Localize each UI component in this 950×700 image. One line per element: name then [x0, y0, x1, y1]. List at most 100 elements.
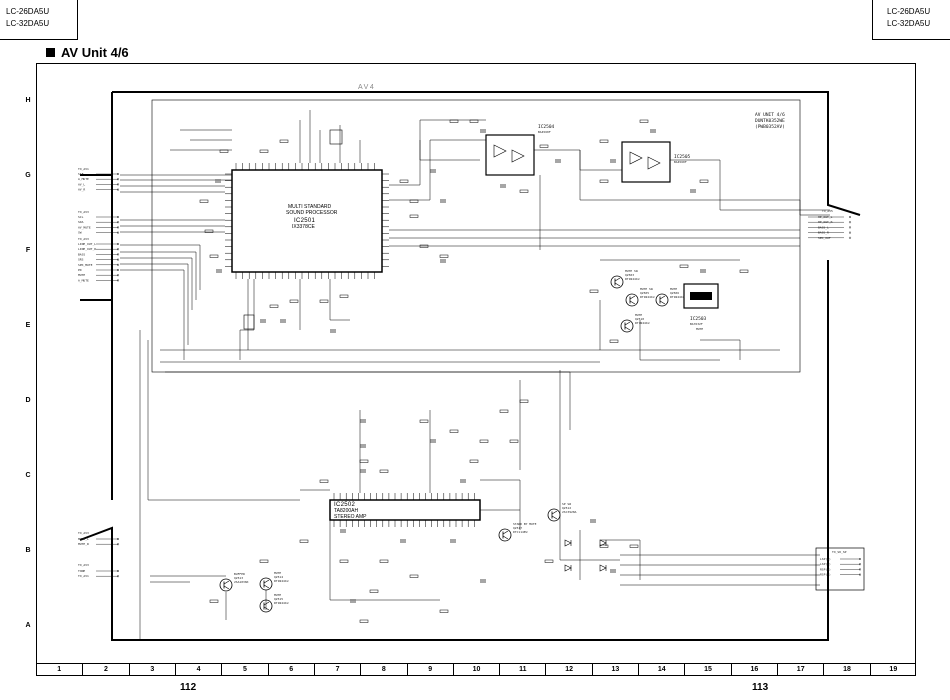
- grid-column-label: 13: [591, 664, 638, 675]
- page-title: AV Unit 4/6: [46, 45, 129, 60]
- resistor: [339, 294, 349, 298]
- connector-pin-label: TO_AV1: [78, 574, 89, 578]
- capacitor: [215, 179, 221, 183]
- grid-column-label: 17: [777, 664, 823, 675]
- resistor: [409, 199, 419, 203]
- ic2503-ref: IC2503: [690, 316, 707, 322]
- grid-column-label: 19: [869, 664, 916, 675]
- connector-pin-label: LINE_OUT_L: [78, 242, 96, 246]
- capacitor: [340, 529, 346, 533]
- resistor: [204, 229, 214, 233]
- resistor: [509, 439, 519, 443]
- bus-frame: [151, 99, 801, 373]
- resistor: [539, 144, 549, 148]
- capacitor: [440, 199, 446, 203]
- connector-pin-label: AV_R: [78, 188, 85, 192]
- resistor: [439, 609, 449, 613]
- crystal-oscillator: [243, 129, 343, 330]
- resistor: [629, 544, 639, 548]
- connector-pin-label: LSP(+): [820, 557, 831, 561]
- resistor: [639, 119, 649, 123]
- connector-left-2-name: TO_AV3: [78, 210, 89, 214]
- resistor: [209, 599, 219, 603]
- unit-note-1: AV UNIT 4/6: [755, 112, 785, 118]
- transistor-label: RT1N441U: [274, 579, 289, 583]
- resistor: [319, 479, 329, 483]
- capacitor: [700, 269, 706, 273]
- resistor: [359, 459, 369, 463]
- grid-row-label: A: [25, 621, 31, 629]
- transistor-label: DTC114EU: [513, 530, 528, 534]
- transistor-label: Q2503: [625, 273, 634, 277]
- diode: [564, 564, 572, 572]
- connector-right-1: TO_AV5 HP_OUT_LHP_OUT_RBASS_LBASS_RSPK_O…: [808, 209, 852, 240]
- grid-column-label: 6: [267, 664, 314, 675]
- transistor-label: 2SC3928A: [562, 510, 577, 514]
- resistor: [209, 254, 219, 258]
- capacitor: [216, 269, 222, 273]
- resistor: [519, 189, 529, 193]
- resistor: [319, 299, 329, 303]
- grid-row-label: D: [25, 396, 31, 404]
- connector-right-2: TO_SK_SP LSP(+)LSP(-)RSP(+)RSP(-): [815, 547, 865, 591]
- capacitor: [555, 159, 561, 163]
- grid-column-label: 9: [406, 664, 453, 675]
- capacitor: [480, 579, 486, 583]
- ic2502: IC2502 TA8200AH STEREO AMP: [329, 493, 481, 527]
- ic2501-part: IX3378CE: [292, 224, 315, 230]
- capacitor: [450, 539, 456, 543]
- capacitor: [400, 539, 406, 543]
- connector-left-3: TO_AV3 LINE_OUT_LLINE_OUT_RBASSSRSSPK_MU…: [78, 237, 119, 282]
- transistor-label: RT1N441U: [274, 601, 289, 605]
- model-box-left: LC-26DA5U LC-32DA5U: [0, 0, 78, 40]
- connector-left-4-name: TO_AV3: [78, 531, 89, 535]
- resistor: [269, 304, 279, 308]
- connector-pin-label: BASS: [78, 252, 85, 256]
- resistor: [499, 409, 509, 413]
- grid-column-label: 18: [823, 664, 869, 675]
- capacitor: [460, 479, 466, 483]
- connector-pin-label: SCL: [78, 215, 84, 219]
- resistor: [589, 289, 599, 293]
- resistor: [469, 119, 479, 123]
- connector-pin-label: MUTE_R: [78, 542, 89, 546]
- grid-row-label: B: [25, 546, 31, 554]
- capacitor: [360, 469, 366, 473]
- transistor-label: Q2514: [274, 575, 283, 579]
- grid-column-label: 2: [82, 664, 128, 675]
- resistor: [369, 589, 379, 593]
- wiring: [120, 110, 830, 640]
- grid-column-label: 11: [499, 664, 545, 675]
- transistor-label: SP SW: [562, 502, 571, 506]
- connector-pin-label: RSP(+): [820, 567, 831, 571]
- capacitor: [430, 439, 436, 443]
- ic2504: IC2504 BA4560F: [485, 124, 555, 176]
- connector-pin-label: SIF: [78, 172, 84, 176]
- transistor-label: Q2515: [274, 597, 283, 601]
- transistor-label: MUTE: [670, 287, 677, 291]
- diode: [599, 539, 607, 547]
- transistor-label: Q2510: [635, 317, 644, 321]
- capacitor: [360, 419, 366, 423]
- resistor: [259, 149, 269, 153]
- transistor-label: STAND BY MUTE: [513, 522, 537, 526]
- grid-column-label: 4: [174, 664, 221, 675]
- diode: [599, 564, 607, 572]
- resistor: [519, 399, 529, 403]
- model-box-right: LC-26DA5U LC-32DA5U: [872, 0, 950, 40]
- connector-left-5-name: TO_AV3: [78, 563, 89, 567]
- grid-column-label: 3: [128, 664, 175, 675]
- resistor: [739, 269, 749, 273]
- grid-row-label: F: [25, 246, 31, 254]
- grid-column-label: 16: [730, 664, 777, 675]
- capacitor: [590, 519, 596, 523]
- connector-right-2-name: TO_SK_SP: [832, 550, 847, 554]
- resistor: [259, 559, 269, 563]
- transistor-label: MUTE SW: [625, 269, 638, 273]
- capacitor: [610, 159, 616, 163]
